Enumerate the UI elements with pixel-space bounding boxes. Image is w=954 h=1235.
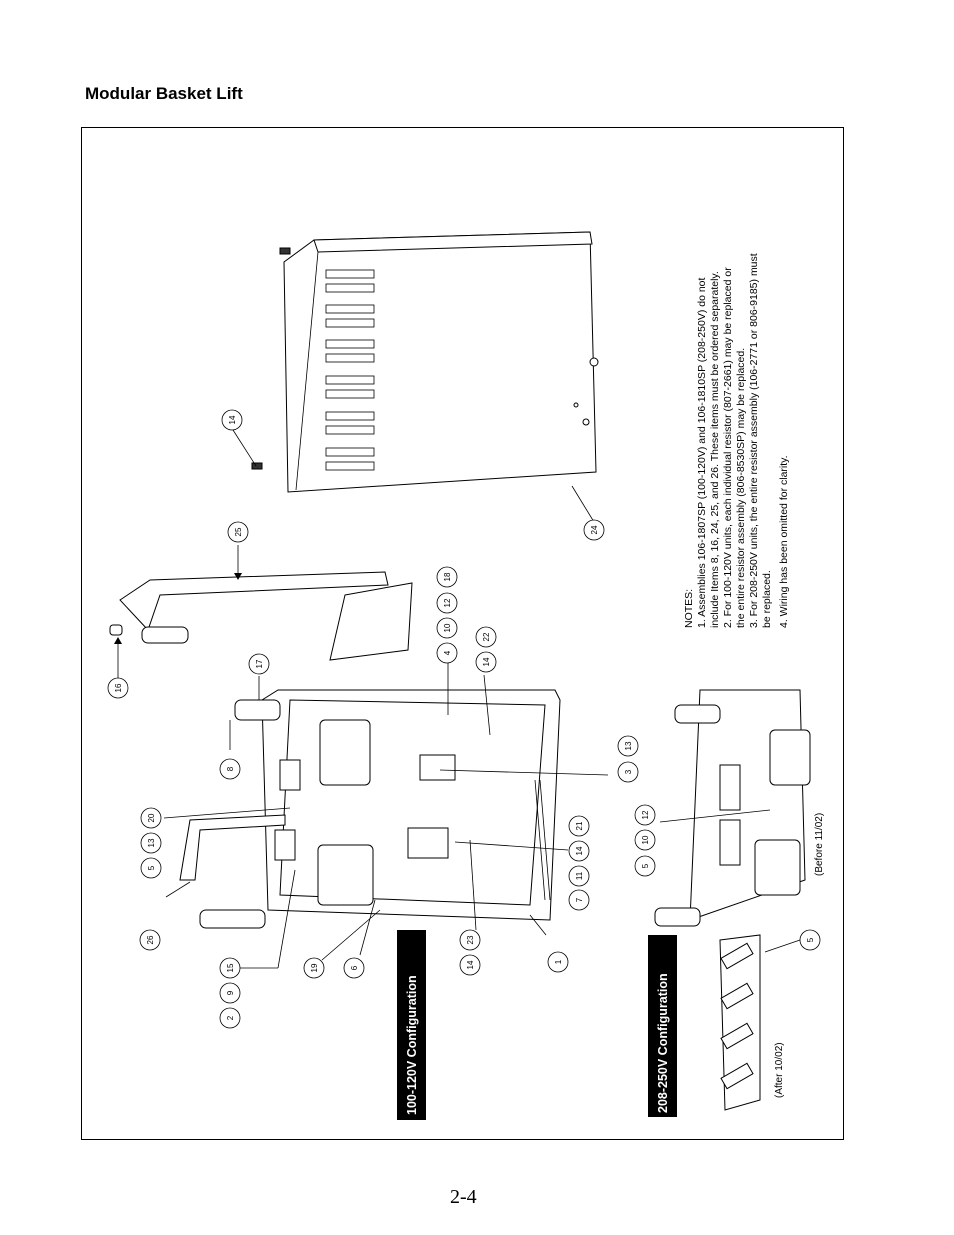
callout-1: 1 [547,951,569,973]
svg-text:8: 8 [226,766,235,771]
config-label-208-250v: 208-250V Configuration [648,935,677,1117]
svg-text:7: 7 [575,897,584,902]
callout-12b: 12 [634,804,656,826]
svg-text:the entire resistor assembly (: the entire resistor assembly (806-8530SP… [735,348,747,628]
callout-26: 26 [139,929,161,951]
svg-text:9: 9 [226,990,235,995]
svg-text:21: 21 [575,821,584,830]
notes-block: NOTES: 1. Assemblies 106-1807SP (100-120… [683,253,790,628]
svg-text:4. Wiring has been omitted fo: 4. Wiring has been omitted for clarity. [778,455,790,628]
callout-6: 6 [343,957,365,979]
svg-text:208-250V Configuration: 208-250V Configuration [656,973,670,1113]
svg-text:100-120V Configuration: 100-120V Configuration [405,975,419,1115]
svg-text:4: 4 [443,650,452,655]
svg-text:20: 20 [147,813,156,822]
svg-text:18: 18 [443,572,452,581]
cover-panel [283,231,599,493]
svg-text:1: 1 [554,959,563,964]
svg-text:12: 12 [443,598,452,607]
svg-text:17: 17 [255,659,264,668]
callout-21: 21 [568,815,590,837]
callout-25: 25 [227,521,249,543]
callout-8: 8 [219,758,241,780]
main-assembly-100-120v [179,689,561,929]
callout-13a: 13 [140,832,162,854]
svg-text:2: 2 [226,1015,235,1020]
callout-12a: 12 [436,592,458,614]
callout-5a: 5 [140,857,162,879]
figure-frame [81,127,844,1140]
svg-text:10: 10 [443,623,452,632]
svg-text:5: 5 [147,865,156,870]
callout-20: 20 [140,807,162,829]
page-title: Modular Basket Lift [85,84,243,103]
svg-text:15: 15 [226,963,235,972]
svg-text:13: 13 [147,838,156,847]
svg-text:14: 14 [228,415,237,424]
svg-text:14: 14 [575,846,584,855]
callout-11: 11 [568,865,590,887]
svg-text:5: 5 [806,937,815,942]
svg-text:5: 5 [641,863,650,868]
callout-22: 22 [475,626,497,648]
resistor-assembly [719,934,761,1111]
svg-text:include Items 8, 16, 24, 25, a: include Items 8, 16, 24, 25, and 26. The… [709,271,721,628]
svg-text:26: 26 [146,935,155,944]
svg-text:19: 19 [310,963,319,972]
svg-text:14: 14 [466,960,475,969]
callout-5c: 5 [799,929,821,951]
after-date-label: (After 10/02) [774,1042,785,1098]
lift-arm [109,571,413,661]
callout-15: 15 [219,957,241,979]
callout-14b: 14 [475,651,497,673]
svg-text:14: 14 [482,657,491,666]
svg-text:3. For 208-250V units, the en: 3. For 208-250V units, the entire resist… [748,253,760,628]
callout-balloons: 14 24 25 16 17 8 18 12 10 4 22 14 13 3 2… [107,409,821,1029]
callout-7: 7 [568,889,590,911]
callout-10a: 10 [436,617,458,639]
callout-9: 9 [219,982,241,1004]
callout-19: 19 [303,957,325,979]
callout-5b: 5 [634,855,656,877]
svg-text:24: 24 [590,525,599,534]
callout-13b: 13 [617,735,639,757]
config-label-100-120v: 100-120V Configuration [397,930,426,1120]
svg-text:NOTES:: NOTES: [683,589,695,628]
assembly-208-250v [654,689,811,927]
callout-16: 16 [107,677,129,699]
svg-text:10: 10 [641,835,650,844]
callout-24: 24 [583,519,605,541]
callout-14d: 14 [459,954,481,976]
svg-text:11: 11 [575,871,584,880]
svg-text:3: 3 [624,769,633,774]
svg-text:16: 16 [114,683,123,692]
callout-2: 2 [219,1007,241,1029]
svg-text:25: 25 [234,527,243,536]
callout-18: 18 [436,566,458,588]
svg-text:2. For 100-120V units, each i: 2. For 100-120V units, each individual r… [722,267,734,628]
screw-part [251,247,291,470]
page-number: 2-4 [450,1186,477,1208]
svg-text:13: 13 [624,741,633,750]
callout-23: 23 [459,929,481,951]
svg-text:1. Assemblies 106-1807SP (100: 1. Assemblies 106-1807SP (100-120V) and … [696,277,708,628]
before-date-label: (Before 11/02) [814,813,825,876]
svg-text:6: 6 [350,965,359,970]
callout-14: 14 [221,409,243,431]
svg-text:22: 22 [482,632,491,641]
callout-4: 4 [436,642,458,664]
callout-10b: 10 [634,829,656,851]
svg-text:12: 12 [641,810,650,819]
callout-17: 17 [248,653,270,675]
svg-text:23: 23 [466,935,475,944]
callout-14c: 14 [568,840,590,862]
svg-text:be replaced.: be replaced. [761,570,773,628]
callout-3: 3 [617,761,639,783]
